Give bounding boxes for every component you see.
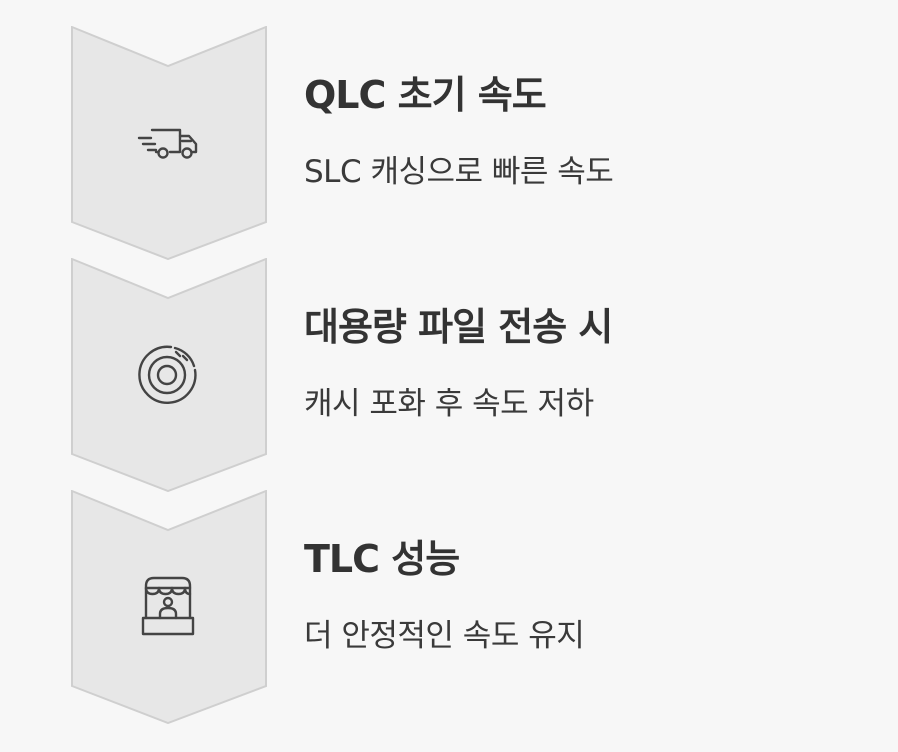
step-description: 더 안정적인 속도 유지 bbox=[304, 618, 585, 654]
step-1: QLC 초기 속도 SLC 캐싱으로 빠른 속도 bbox=[0, 26, 898, 260]
step-3: TLC 성능 더 안정적인 속도 유지 bbox=[0, 490, 898, 724]
chevron-shape bbox=[70, 26, 268, 260]
step-2: 대용량 파일 전송 시 캐시 포화 후 속도 저하 bbox=[0, 258, 898, 492]
step-title: 대용량 파일 전송 시 bbox=[304, 305, 613, 349]
chevron-shape bbox=[70, 258, 268, 492]
step-description: SLC 캐싱으로 빠른 속도 bbox=[304, 154, 614, 190]
step-title: TLC 성능 bbox=[304, 537, 460, 581]
kiosk-icon bbox=[136, 574, 200, 638]
disk-icon bbox=[136, 342, 200, 406]
step-title: QLC 초기 속도 bbox=[304, 73, 547, 117]
delivery-truck-icon bbox=[136, 110, 200, 174]
step-description: 캐시 포화 후 속도 저하 bbox=[304, 386, 594, 422]
